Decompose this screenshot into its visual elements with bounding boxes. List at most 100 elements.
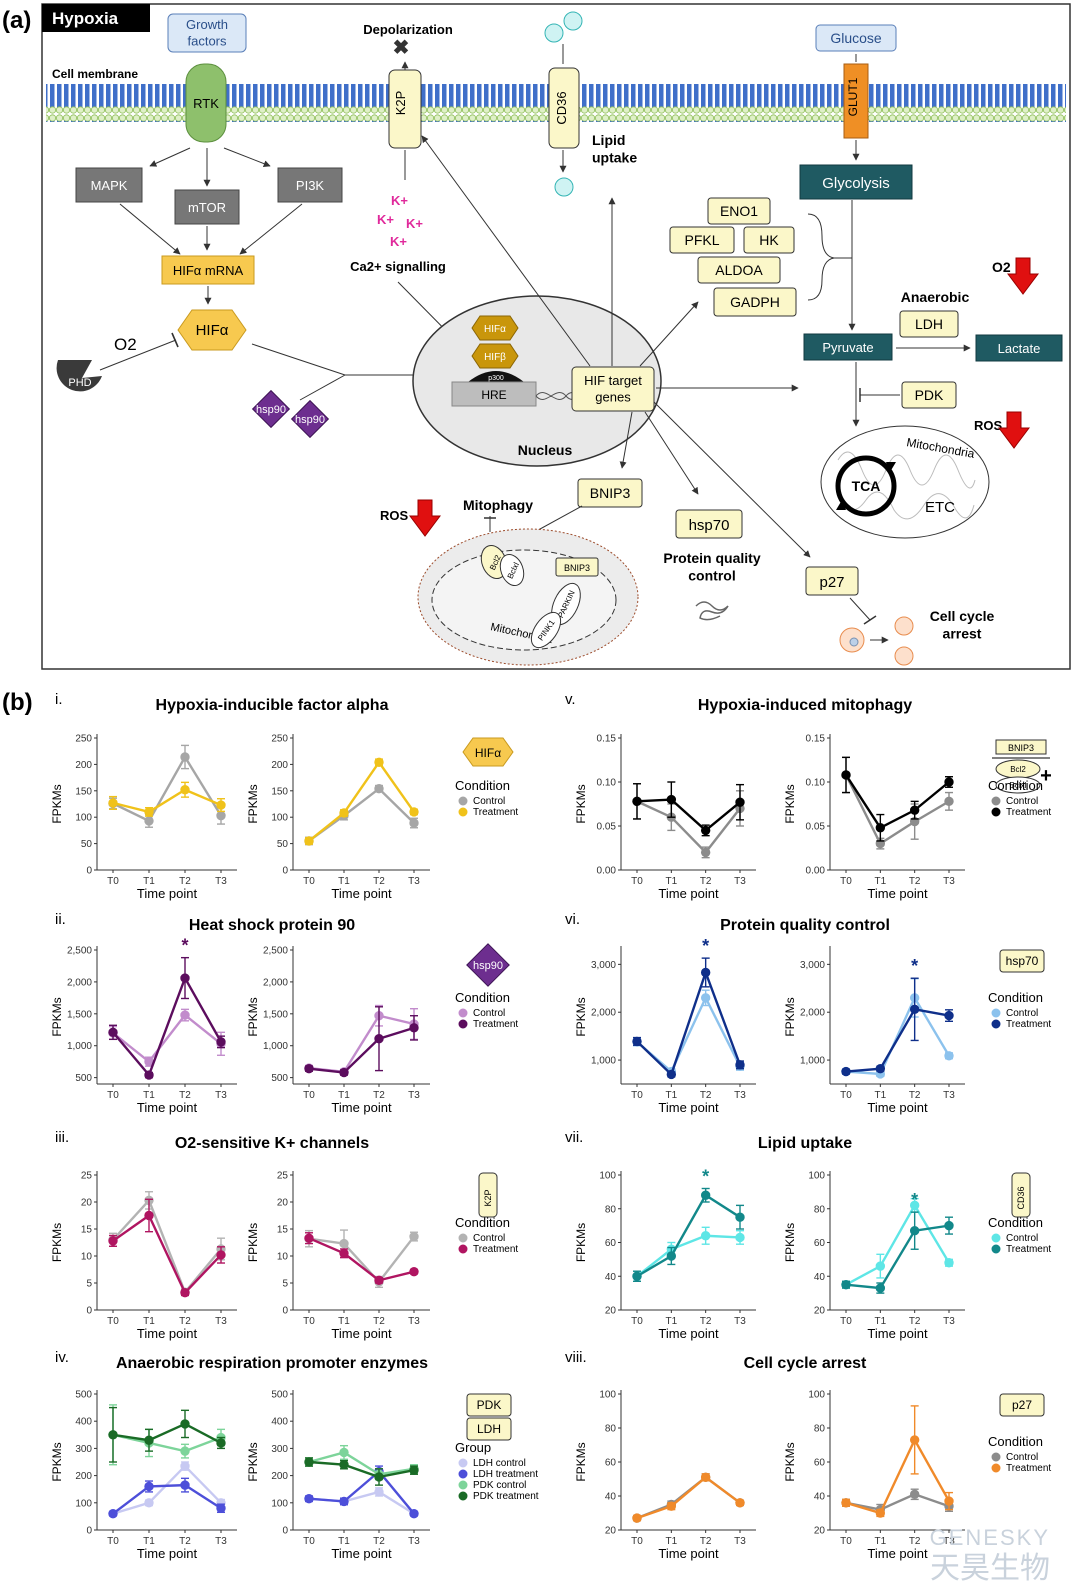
y-axis-label: FPKMs (574, 784, 588, 823)
x-tick-label: T0 (303, 876, 315, 887)
x-tick-label: T3 (215, 876, 227, 887)
data-point (944, 777, 954, 787)
data-point (216, 1037, 226, 1047)
x-tick-label: T1 (338, 1536, 350, 1547)
y-tick-label: 0 (86, 866, 92, 877)
data-point (304, 1457, 314, 1467)
hifa-small (471, 315, 519, 341)
series-line-treatment (845, 1437, 951, 1515)
x-tick-label: T2 (373, 876, 385, 887)
y-axis-label: FPKMs (783, 1442, 797, 1481)
data-point (944, 1010, 954, 1021)
data-point (216, 800, 226, 810)
x-tick-label: T0 (840, 1536, 852, 1547)
bclxl-icon (995, 776, 1041, 794)
x-tick-label: T3 (408, 1090, 420, 1101)
hifb-small-label: HIFβ (484, 352, 506, 363)
y-tick-label: 10 (277, 1252, 289, 1263)
y-tick-label: 400 (75, 1417, 92, 1428)
y-tick-label: 0 (86, 1306, 92, 1317)
icon-label: hsp90 (473, 960, 503, 972)
data-point (909, 1435, 920, 1445)
y-tick-label: 1,000 (67, 1041, 92, 1052)
x-tick-label: T2 (700, 1536, 712, 1547)
y-tick-label: 2,000 (67, 977, 92, 988)
y-tick-label: 200 (271, 1471, 288, 1482)
x-tick-label: T1 (665, 1316, 677, 1327)
y-tick-label: 80 (814, 1204, 826, 1215)
mtor-box (174, 189, 240, 225)
y-tick-label: 100 (271, 1498, 288, 1509)
x-tick-label: T1 (874, 876, 886, 887)
data-point (909, 1225, 920, 1236)
y-tick-label: 5 (282, 1279, 288, 1290)
hifa-hexagon (177, 309, 247, 351)
data-point (144, 1210, 154, 1221)
pdk-label-a: PDK (915, 387, 944, 403)
x-tick-label: T0 (840, 1316, 852, 1327)
series-line-treatment (308, 1026, 415, 1074)
y-tick-label: 1,000 (591, 1056, 616, 1067)
legend-title: Group (455, 1440, 491, 1455)
data-point (944, 1051, 954, 1061)
legend-marker (458, 807, 468, 817)
chart-title: Lipid uptake (758, 1135, 852, 1152)
series-line-pdk-treatment (308, 1460, 415, 1479)
legend-label: Control (1006, 1008, 1038, 1019)
pfkl-label: PFKL (684, 232, 719, 248)
y-tick-label: 40 (605, 1492, 617, 1503)
series-line-ldh-control (112, 1464, 222, 1515)
x-axis-label: Time point (331, 1326, 392, 1341)
legend-marker (458, 1458, 468, 1468)
series-line-control (636, 800, 741, 855)
legend-label: Treatment (1006, 1019, 1051, 1030)
y-axis-label: FPKMs (574, 997, 588, 1036)
y-tick-label: 200 (75, 760, 92, 771)
y-axis-label: FPKMs (246, 1442, 260, 1481)
mitochondria-right (820, 425, 990, 539)
x-tick-label: T3 (734, 876, 746, 887)
data-point (409, 818, 419, 828)
y-tick-label: 20 (81, 1198, 93, 1209)
data-point (144, 1070, 154, 1080)
x-tick-label: T3 (734, 1316, 746, 1327)
x-tick-label: T2 (909, 1316, 921, 1327)
x-axis-label: Time point (867, 1100, 928, 1115)
data-point (339, 1067, 349, 1078)
mapk-label: MAPK (91, 178, 128, 193)
data-point (735, 1060, 745, 1070)
data-point (144, 1498, 154, 1508)
series-line-control (112, 1013, 222, 1064)
y-tick-label: 400 (271, 1417, 288, 1428)
p300-shape (468, 371, 524, 382)
legend-label: Treatment (473, 807, 518, 818)
y-tick-label: 100 (808, 1171, 825, 1182)
data-point (700, 1472, 711, 1483)
y-tick-label: 250 (271, 734, 288, 745)
aldoa-box (697, 256, 781, 284)
eno1-box (707, 197, 771, 225)
data-point (700, 847, 711, 858)
hsp70-icon (999, 949, 1045, 973)
cell-2 (894, 616, 914, 636)
legend-marker (991, 1233, 1001, 1243)
hif-mrna-box (161, 255, 255, 285)
data-point (304, 1063, 314, 1074)
legend-marker (458, 1469, 468, 1479)
k2p-channel (388, 69, 422, 149)
series-line-treatment (308, 1237, 415, 1282)
data-point (304, 1494, 314, 1504)
pyruvate-label: Pyruvate (822, 340, 873, 355)
x-tick-label: T1 (143, 1316, 155, 1327)
data-point (180, 1446, 190, 1456)
chart-title: Cell cycle arrest (744, 1355, 867, 1372)
lipid-droplet-1 (544, 23, 564, 43)
